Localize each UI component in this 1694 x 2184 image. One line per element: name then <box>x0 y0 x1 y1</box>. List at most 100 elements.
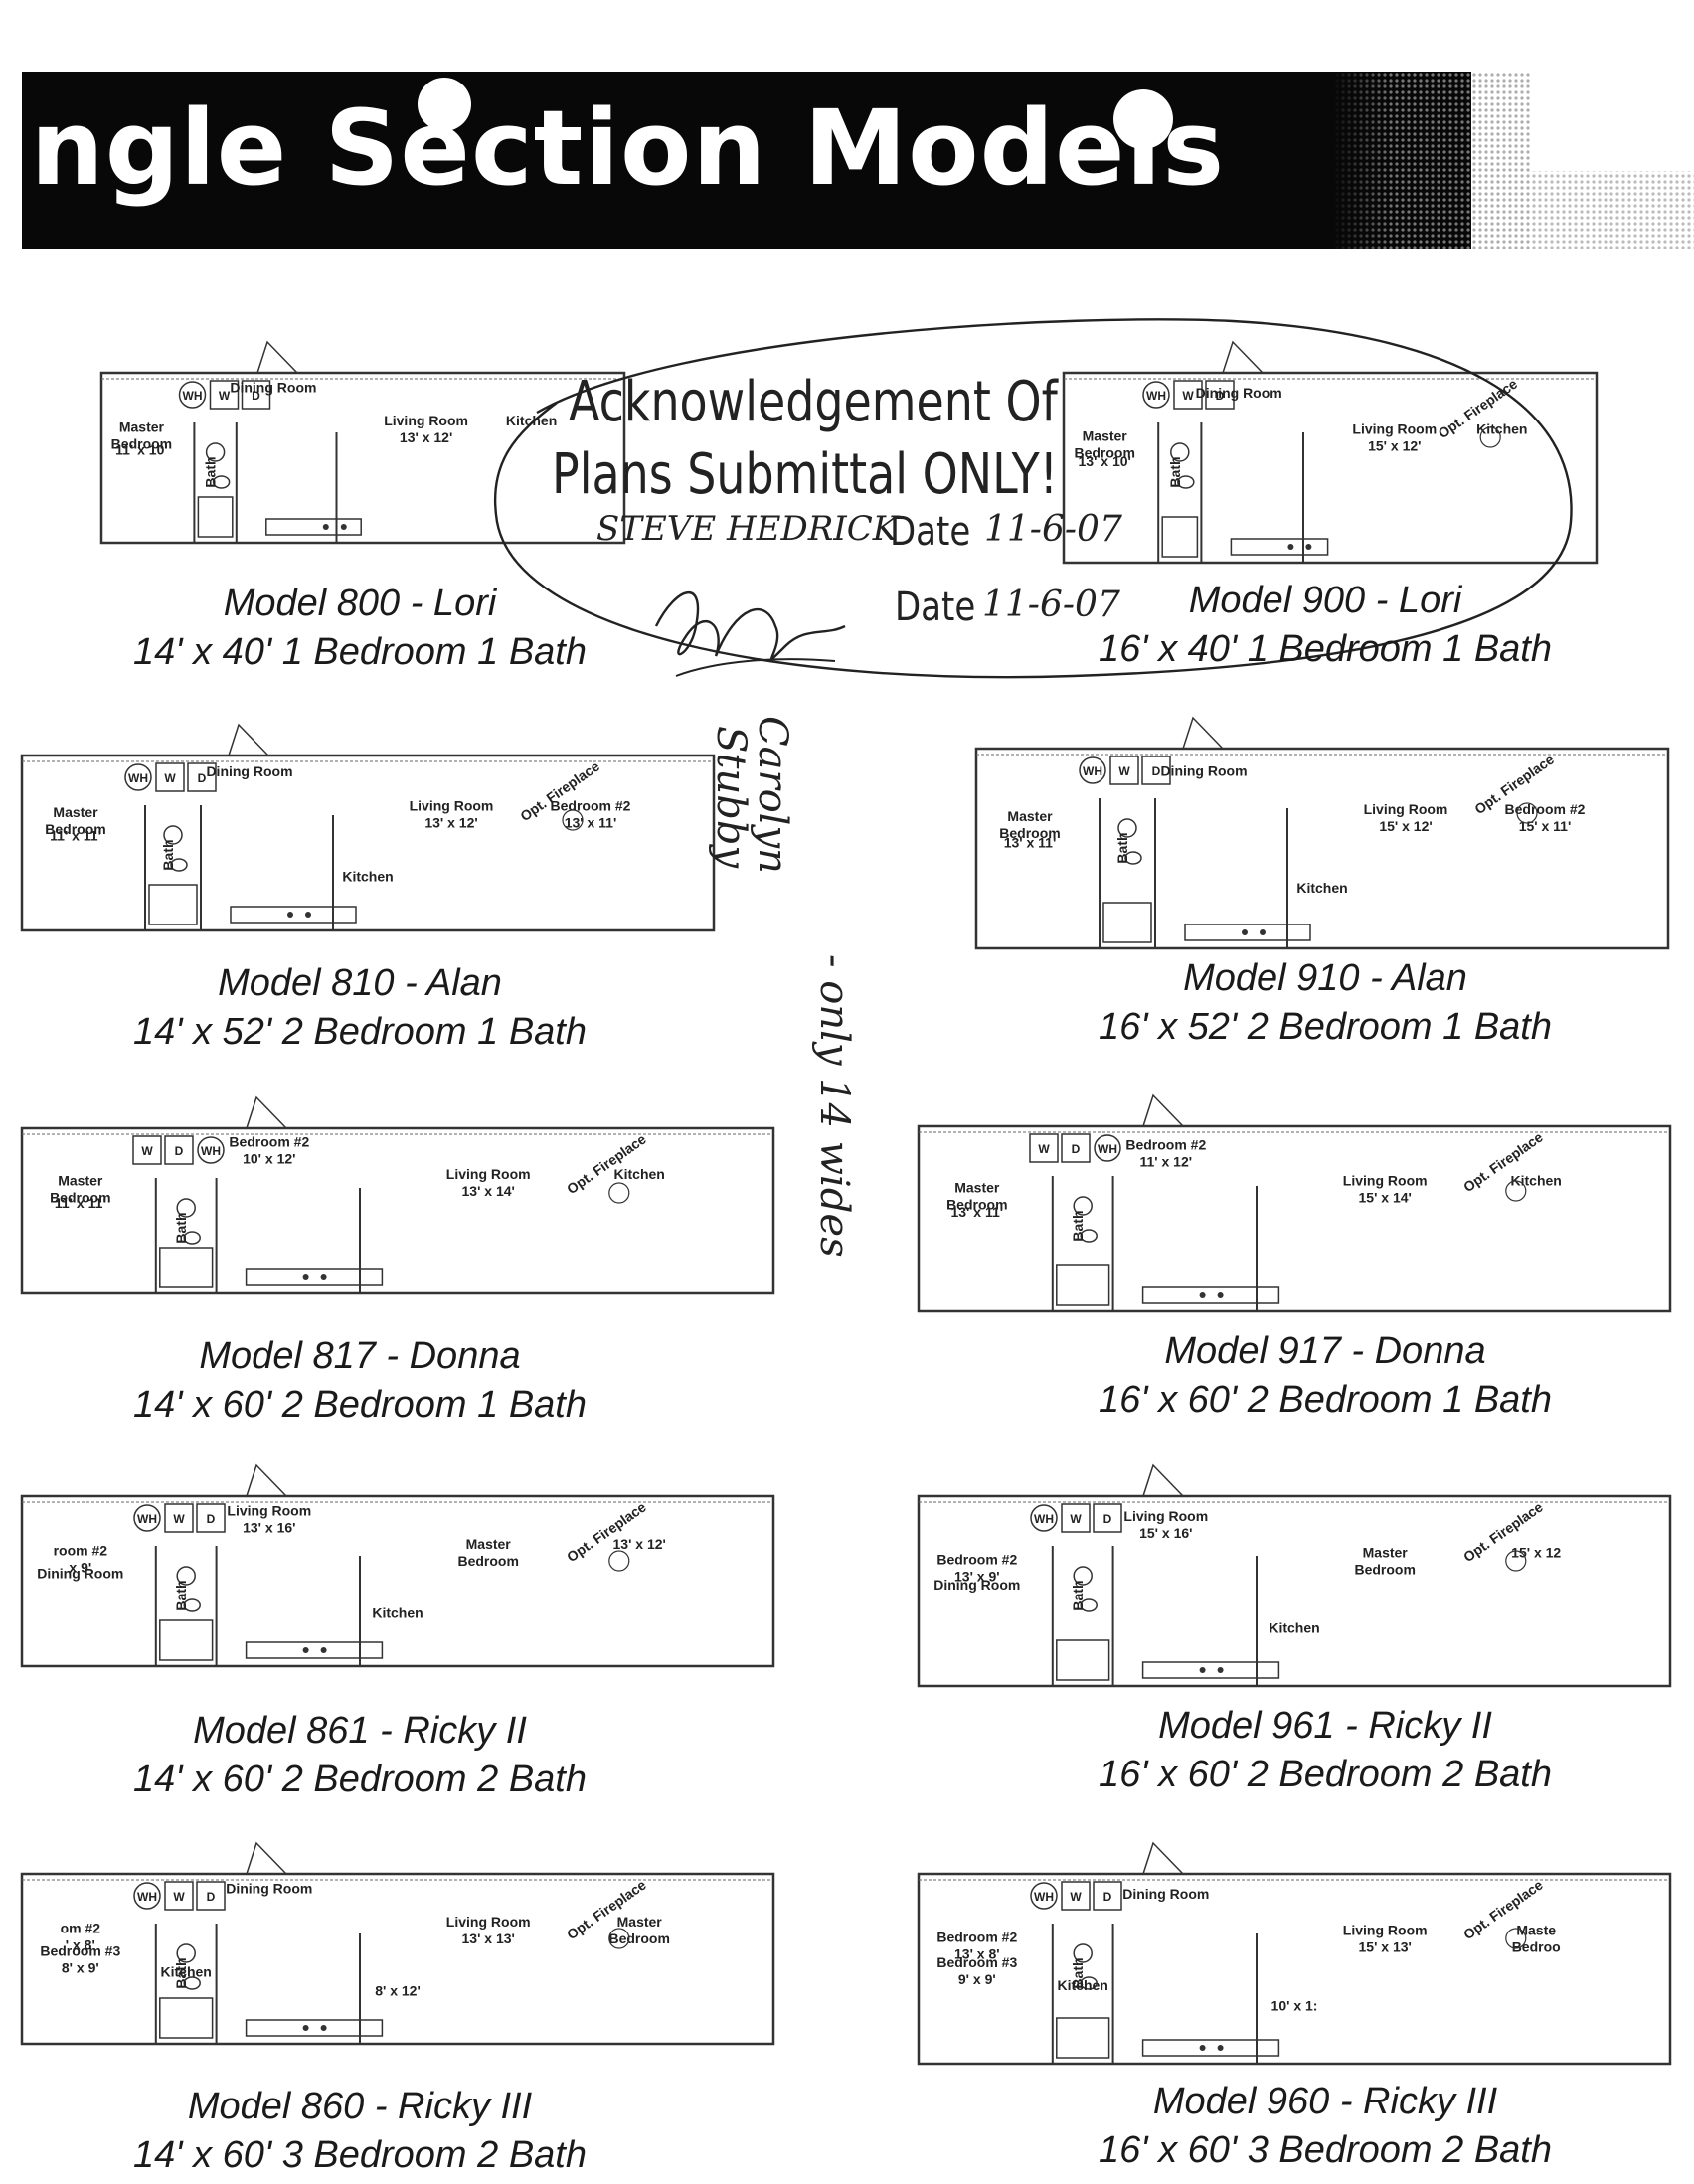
svg-text:Bath: Bath <box>203 456 219 487</box>
room-label: Bath <box>203 456 219 487</box>
svg-text:11' x 12': 11' x 12' <box>1139 1154 1192 1170</box>
svg-text:Bedroom #2: Bedroom #2 <box>1125 1137 1206 1153</box>
date-value-1: 11-6-07 <box>984 509 1122 550</box>
dryer-symbol: D <box>1093 1503 1122 1533</box>
model-spec: 14' x 52' 2 Bedroom 1 Bath <box>132 1011 588 1053</box>
svg-text:Living Room: Living Room <box>384 413 468 428</box>
svg-text:W: W <box>1070 1512 1082 1526</box>
water-heater-symbol: WH <box>197 1136 225 1164</box>
room-label: Dining Room <box>37 1566 123 1582</box>
svg-text:Dining Room: Dining Room <box>1196 385 1282 401</box>
svg-text:Dining Room: Dining Room <box>226 1881 312 1897</box>
svg-text:Living Room: Living Room <box>446 1166 531 1182</box>
svg-text:13' x 11': 13' x 11' <box>1004 834 1057 850</box>
svg-text:Bath: Bath <box>173 1580 189 1610</box>
svg-text:Bedroom #2: Bedroom #2 <box>936 1552 1017 1568</box>
svg-text:Bath: Bath <box>1114 832 1130 863</box>
date-label-2: Date <box>895 585 976 630</box>
svg-text:Bedroom: Bedroom <box>1074 445 1134 461</box>
svg-text:Dining Room: Dining Room <box>230 380 316 396</box>
model-spec: 16' x 60' 2 Bedroom 2 Bath <box>1098 1754 1553 1795</box>
model-name: Model 917 - Donna <box>1164 1330 1486 1372</box>
washer-symbol: W <box>164 1503 194 1533</box>
washer-symbol: W <box>155 762 185 792</box>
room-label: Kitchen <box>1476 421 1527 437</box>
svg-text:Dining Room: Dining Room <box>37 1566 123 1582</box>
svg-text:Bedroom: Bedroom <box>999 825 1060 841</box>
svg-text:W: W <box>1118 764 1130 778</box>
model-spec: 16' x 60' 2 Bedroom 1 Bath <box>1098 1379 1553 1421</box>
svg-text:13' x 16': 13' x 16' <box>243 1520 295 1536</box>
svg-text:13' x 10': 13' x 10' <box>1079 453 1131 469</box>
room-label: 13' x 11' <box>950 1204 1003 1220</box>
model-spec: 14' x 60' 2 Bedroom 1 Bath <box>132 1384 588 1426</box>
svg-text:Master: Master <box>617 1914 663 1930</box>
svg-text:Bedroom: Bedroom <box>50 1189 110 1205</box>
room-label: om #2' x 8' <box>61 1921 101 1953</box>
room-label: Bedroom #210' x 12' <box>229 1133 309 1166</box>
svg-text:Master: Master <box>58 1172 103 1188</box>
svg-text:Dining Room: Dining Room <box>1160 762 1247 778</box>
svg-text:WH: WH <box>1098 1142 1117 1156</box>
svg-text:Living Room: Living Room <box>1123 1508 1208 1524</box>
svg-text:D: D <box>1152 764 1161 778</box>
svg-text:W: W <box>1182 389 1194 403</box>
room-label: 11' x 11' <box>55 1195 106 1211</box>
room-label: Bedroom #215' x 11' <box>1505 801 1586 834</box>
washer-symbol: W <box>1109 756 1139 785</box>
svg-text:15' x 12: 15' x 12 <box>1511 1545 1561 1561</box>
svg-text:WH: WH <box>137 1890 157 1904</box>
room-label: Dining Room <box>226 1881 312 1897</box>
water-heater-symbol: WH <box>1030 1882 1058 1910</box>
room-label: 8' x 12' <box>375 1983 421 1999</box>
room-label: Kitchen <box>1058 1977 1108 1993</box>
svg-text:15' x 12': 15' x 12' <box>1368 438 1421 454</box>
svg-text:Living Room: Living Room <box>1343 1923 1428 1938</box>
svg-text:Bedroom: Bedroom <box>946 1196 1007 1212</box>
water-heater-symbol: WH <box>124 763 152 791</box>
svg-text:13' x 12': 13' x 12' <box>424 814 477 830</box>
dryer-symbol: D <box>1061 1133 1091 1163</box>
svg-text:Bath: Bath <box>1070 1210 1086 1241</box>
dryer-symbol: D <box>196 1503 226 1533</box>
svg-text:Bedroom #2: Bedroom #2 <box>936 1930 1017 1945</box>
svg-text:Bedroom: Bedroom <box>111 436 172 452</box>
washer-symbol: W <box>209 380 240 410</box>
model-name: Model 861 - Ricky II <box>193 1710 527 1752</box>
dryer-symbol: D <box>187 762 217 792</box>
room-label: Kitchen <box>342 868 393 884</box>
room-label: Bath <box>1070 1580 1086 1610</box>
banner-dot <box>418 78 471 131</box>
svg-text:Kitchen: Kitchen <box>506 413 557 428</box>
svg-text:Master: Master <box>1363 1545 1409 1561</box>
svg-text:WH: WH <box>1083 764 1102 778</box>
room-label: Opt. Fireplace <box>1460 1128 1546 1202</box>
date-label-1: Date <box>890 509 971 555</box>
room-label: 13' x 12' <box>613 1536 666 1552</box>
room-label: 10' x 1: <box>1271 1998 1318 2014</box>
svg-text:15' x 14': 15' x 14' <box>1359 1190 1412 1206</box>
svg-text:Kitchen: Kitchen <box>1296 880 1347 896</box>
svg-text:W: W <box>173 1890 185 1904</box>
room-label: 15' x 12 <box>1511 1545 1561 1561</box>
svg-text:13' x 12': 13' x 12' <box>613 1536 666 1552</box>
banner-halftone-fade <box>1233 72 1694 249</box>
room-label: Kitchen <box>614 1166 665 1182</box>
